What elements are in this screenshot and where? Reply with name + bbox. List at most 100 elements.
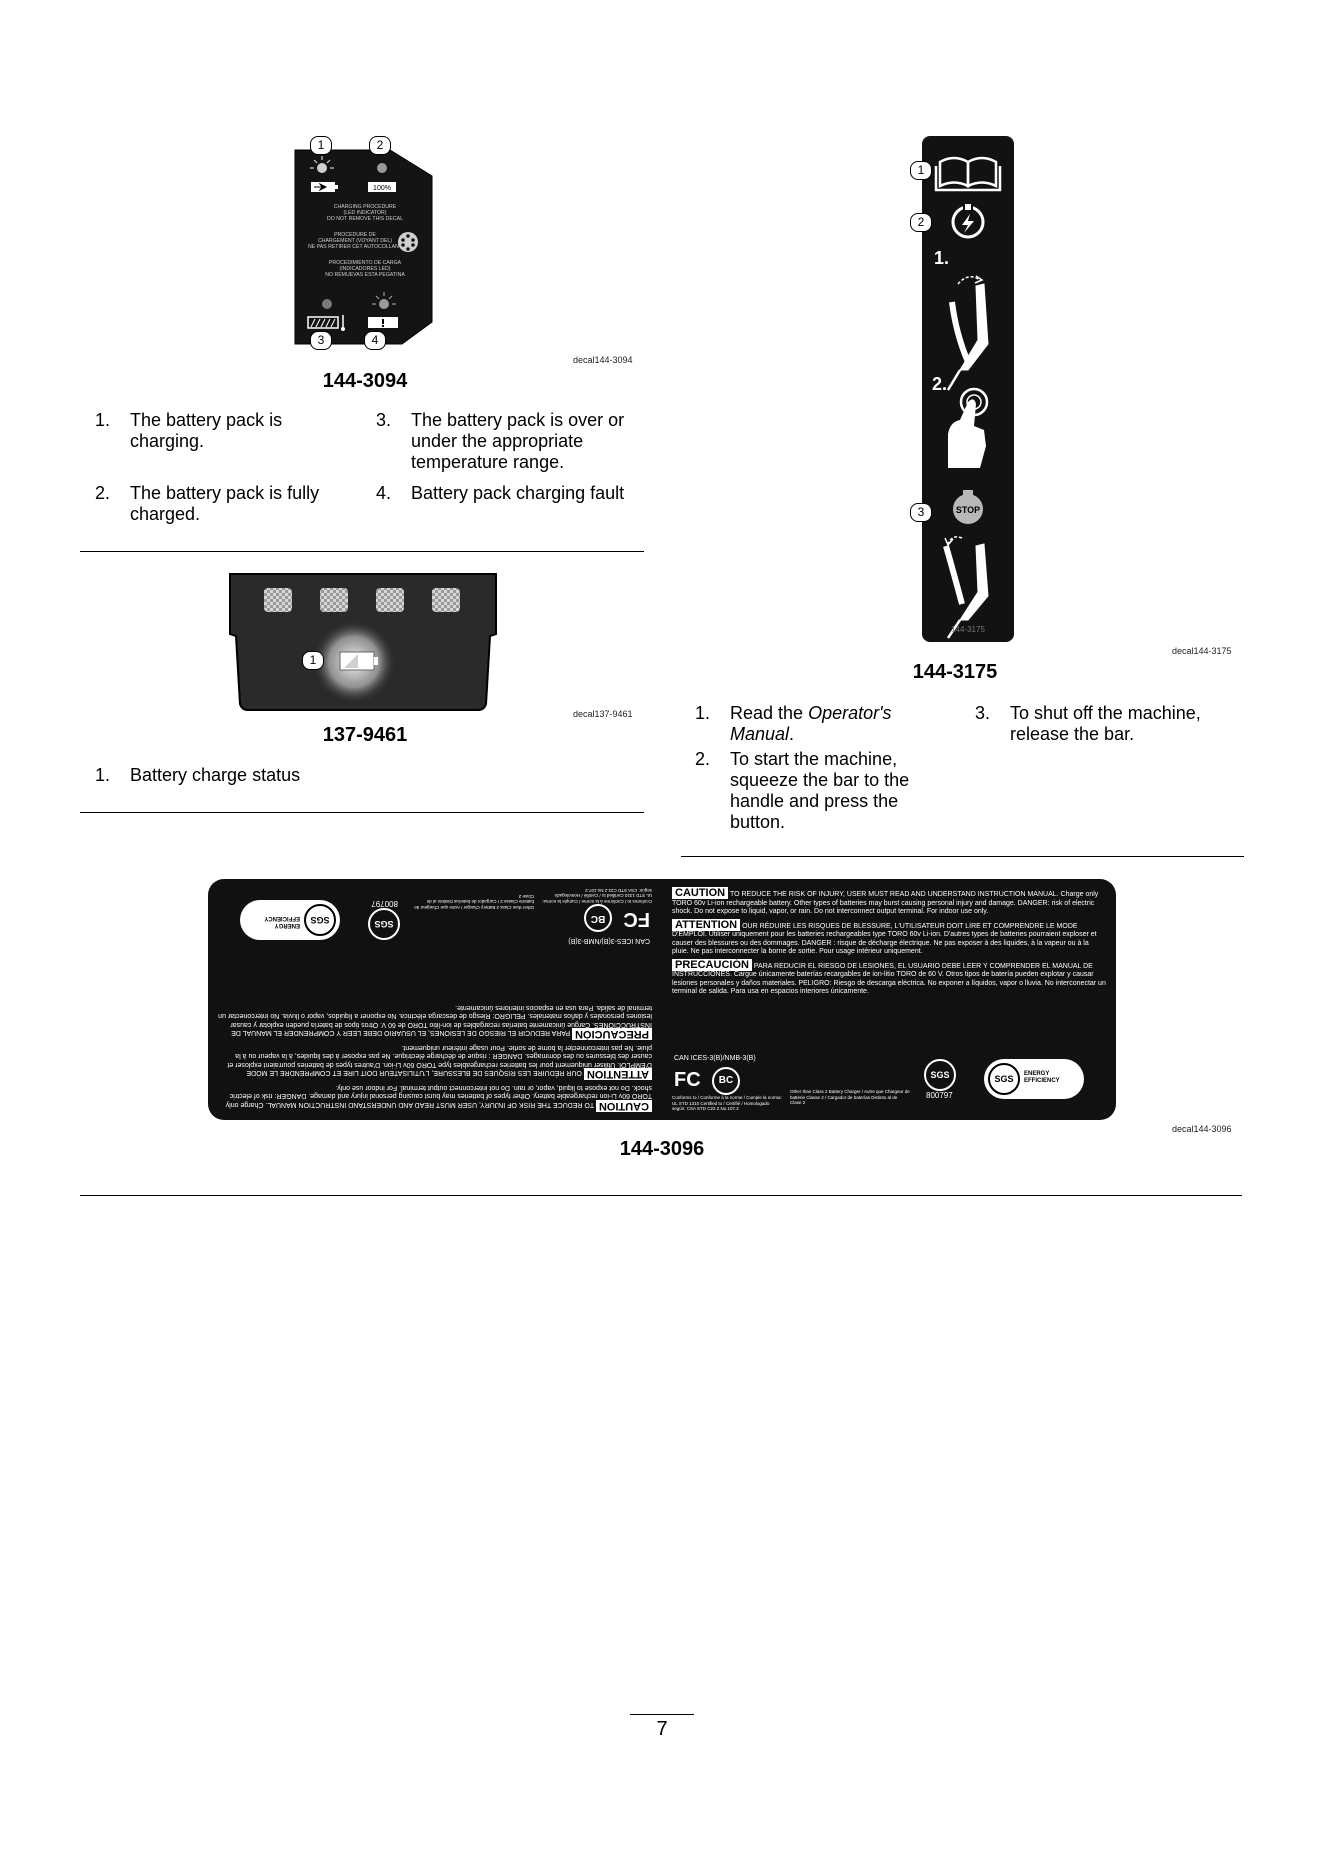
decal-137-9461-image xyxy=(229,573,497,711)
cert-number: 800797 xyxy=(926,1091,953,1100)
precaucion-label: PRECAUCIÓN xyxy=(572,1028,652,1041)
power-icon xyxy=(951,203,985,239)
conforms-text: Conforms to / Conforme à la norme / Cump… xyxy=(672,1095,782,1111)
callout-3-icon: 3 xyxy=(310,331,332,350)
press-button-icon xyxy=(948,387,989,468)
caution-label: CAUTION xyxy=(672,887,729,899)
decal-144-3094-image: 100% CHARGING PROCEDURE (LED INDICATOR) … xyxy=(294,149,433,345)
conforms-text: Conforms to / Conforme à la norme / Cump… xyxy=(542,888,652,904)
decal-ref-137-9461: decal137-9461 xyxy=(573,709,633,719)
can-ices-text: CAN ICES-3(B)/NMB-3(B) xyxy=(674,1055,756,1062)
divider xyxy=(681,856,1244,857)
energy-badge: SGS ENERGY EFFICIENCY xyxy=(240,900,340,940)
battery-charging-icon xyxy=(311,182,338,192)
decal-ref-144-3094: decal144-3094 xyxy=(573,355,633,365)
attention-text: OUR RÉDUIRE LES RISQUES DE BLESSURE, L'U… xyxy=(672,922,1097,956)
decal-inverted-half: CAUTION TO REDUCE THE RISK OF INJURY, US… xyxy=(208,879,662,1120)
bc-logo: BC xyxy=(584,904,612,932)
decal-text-fr-3: NE PAS RETIRER CET AUTOCOLLANT xyxy=(308,244,403,250)
list-item-text-before: Read the xyxy=(730,703,809,723)
decal-ref-144-3175: decal144-3175 xyxy=(1172,646,1232,656)
bc-logo: BC xyxy=(712,1067,740,1095)
list-item-text: Read the Operator's Manual. xyxy=(730,703,930,745)
battery-temperature-icon xyxy=(307,315,345,331)
fc-logo: FC xyxy=(623,908,650,930)
temperature-led-icon xyxy=(322,299,332,309)
sgs-logo: SGS xyxy=(924,1059,956,1091)
led-window-icon xyxy=(320,588,348,612)
attention-label: ATTENTION xyxy=(583,1068,652,1081)
fc-logo: FC xyxy=(674,1069,701,1091)
decal-text-en-2: (LED INDICATOR) xyxy=(343,210,386,216)
divider xyxy=(80,812,644,813)
battery-charge-icon xyxy=(339,651,378,671)
cert-number: 800797 xyxy=(371,899,398,908)
callout-3-icon: 3 xyxy=(910,503,932,522)
operators-manual-icon xyxy=(934,156,1002,192)
callout-4-icon: 4 xyxy=(364,331,386,350)
charging-led-icon xyxy=(310,156,334,173)
part-number-137-9461: 137-9461 xyxy=(322,724,408,746)
list-item-number: 4. xyxy=(376,483,392,503)
class2-text: Other than Class 2 Battery Charger / Aut… xyxy=(414,894,534,910)
reader-dots-icon xyxy=(398,232,418,252)
decal-ref-144-3096: decal144-3096 xyxy=(1172,1124,1232,1134)
decal-printed-number: 144-3175 xyxy=(951,625,985,634)
list-item-text: Battery pack charging fault xyxy=(411,483,625,503)
callout-1-icon: 1 xyxy=(910,161,932,180)
led-window-icon xyxy=(432,588,460,612)
caution-text: TO REDUCE THE RISK OF INJURY, USER MUST … xyxy=(225,1084,652,1108)
list-item-number: 2. xyxy=(95,483,111,503)
decal-text-en-1: CHARGING PROCEDURE xyxy=(334,204,397,210)
divider xyxy=(80,1195,1242,1196)
operators-manual-title: Operator's Manual xyxy=(730,703,892,744)
energy-badge: SGS ENERGY EFFICIENCY xyxy=(984,1059,1084,1099)
sgs-logo: SGS xyxy=(304,904,336,936)
led-window-icon xyxy=(376,588,404,612)
divider xyxy=(80,551,644,552)
decal-text-fr-1: PROCEDURE DE xyxy=(334,232,376,238)
led-window-icon xyxy=(264,588,292,612)
list-item-number: 1. xyxy=(95,410,111,430)
page-number-rule xyxy=(630,1714,694,1715)
callout-1-icon: 1 xyxy=(302,651,324,670)
squeeze-bar-icon xyxy=(946,275,989,391)
class2-text: Other than Class 2 Battery Charger / Aut… xyxy=(790,1089,910,1105)
list-item-text: The battery pack is fully charged. xyxy=(130,483,320,524)
stop-label: STOP xyxy=(956,505,980,515)
battery-full-icon xyxy=(368,182,396,192)
sgs-logo: SGS xyxy=(368,908,400,940)
step-1-label: 1. xyxy=(934,248,949,268)
percent-text: 100% xyxy=(373,185,391,192)
part-number-144-3094: 144-3094 xyxy=(322,370,408,392)
caution-label: CAUTION xyxy=(595,1100,652,1112)
decal-144-3096-image: CAUTION TO REDUCE THE RISK OF INJURY, US… xyxy=(208,879,1116,1120)
list-item-number: 1. xyxy=(95,765,111,785)
decal-text-en-3: DO NOT REMOVE THIS DECAL xyxy=(327,216,403,222)
callout-2-icon: 2 xyxy=(910,213,932,232)
full-led-icon xyxy=(377,163,387,173)
attention-label: ATTENTION xyxy=(672,918,741,931)
battery-fault-icon xyxy=(368,317,398,328)
callout-1-icon: 1 xyxy=(310,136,332,155)
decal-upright-half: CAUTION TO REDUCE THE RISK OF INJURY, US… xyxy=(662,879,1116,1120)
stop-icon: STOP xyxy=(953,490,983,524)
release-bar-icon xyxy=(943,536,989,639)
list-item-number: 1. xyxy=(695,703,711,723)
callout-2-icon: 2 xyxy=(369,136,391,155)
list-item-number: 3. xyxy=(975,703,991,723)
precaucion-text: PARA REDUCIR EL RIESGO DE LESIONES, EL U… xyxy=(672,962,1106,996)
part-number-144-3096: 144-3096 xyxy=(619,1138,705,1160)
list-item-number: 2. xyxy=(695,749,711,769)
precaucion-label: PRECAUCIÓN xyxy=(672,958,752,971)
sgs-logo: SGS xyxy=(988,1063,1020,1095)
fault-led-icon xyxy=(372,292,396,309)
list-item-text: Battery charge status xyxy=(130,765,301,785)
decal-body xyxy=(922,136,1014,642)
list-item-text: The battery pack is over or under the ap… xyxy=(411,410,625,472)
decal-text-es-3: NO REMUEVAS ESTA PEGATINA xyxy=(325,272,405,278)
list-item-text: To shut off the machine, release the bar… xyxy=(1010,703,1201,744)
decal-144-3175-image: 1. 2. STOP 144-3175 xyxy=(922,136,1014,642)
decal-text-fr-2: CHARGEMENT (VOYANT DEL) xyxy=(318,238,392,244)
decal-text-es-2: (INDICADORES LED) xyxy=(339,266,390,272)
